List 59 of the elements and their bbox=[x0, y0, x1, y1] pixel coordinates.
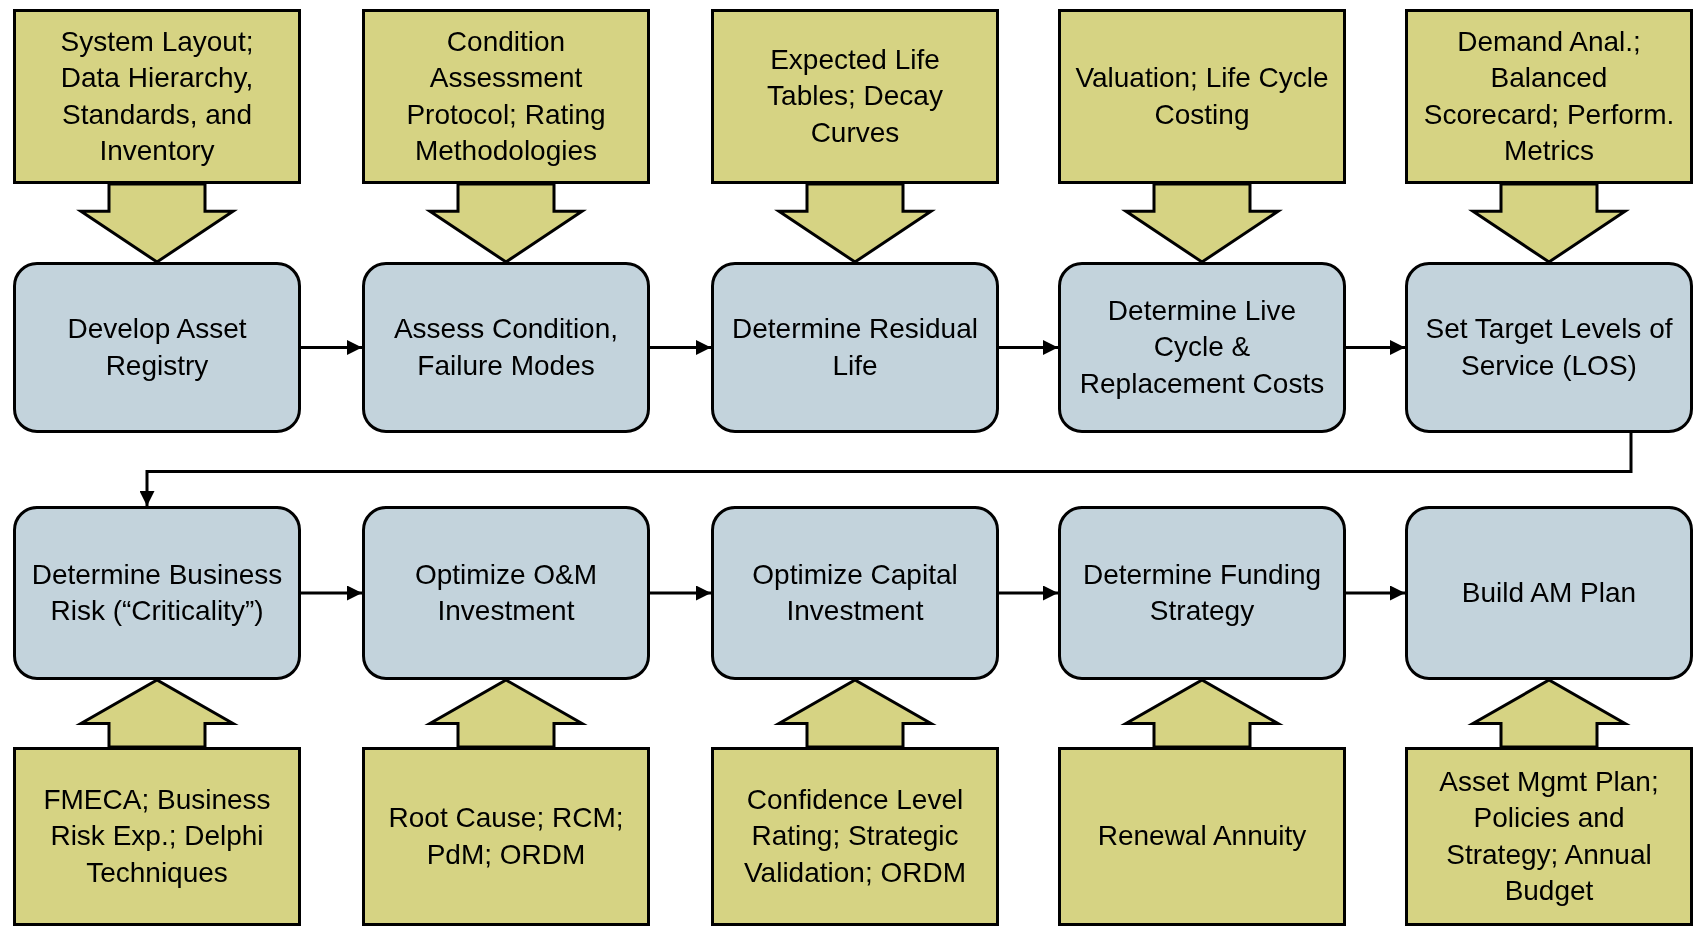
node-text: Renewal Annuity bbox=[1097, 819, 1307, 854]
process-box bbox=[362, 506, 650, 680]
block-arrow bbox=[1468, 182, 1630, 264]
node-text: Assess Condition, Failure Modes bbox=[392, 312, 620, 383]
node-text: Set Target Levels of Service (LOS) bbox=[1424, 312, 1674, 383]
input-box bbox=[711, 9, 999, 184]
node-text: Expected Life Tables; Decay Curves bbox=[766, 42, 944, 150]
block-arrow bbox=[76, 182, 238, 264]
block-arrow bbox=[425, 182, 587, 264]
node-text: Condition Assessment Protocol; Rating Methodologies bbox=[405, 24, 607, 168]
arrow bbox=[1346, 340, 1405, 355]
node-text: Build AM Plan bbox=[1461, 575, 1637, 610]
node-text: Root Cause; RCM; PdM; ORDM bbox=[387, 801, 625, 872]
process-box bbox=[1405, 506, 1693, 680]
input-box bbox=[1405, 9, 1693, 184]
block-arrow bbox=[773, 678, 937, 749]
node-text: System Layout; Data Hierarchy, Standards, and Inventory bbox=[59, 24, 255, 168]
arrow bbox=[999, 585, 1058, 601]
input-box bbox=[362, 747, 650, 926]
node-text: Optimize Capital Investment bbox=[751, 557, 959, 628]
input-box bbox=[13, 9, 301, 184]
block-arrow bbox=[1467, 678, 1631, 749]
process-box bbox=[711, 262, 999, 433]
node-text: Develop Asset Registry bbox=[66, 312, 248, 383]
node-text: Determine Residual Life bbox=[731, 312, 979, 383]
block-arrow bbox=[1121, 182, 1283, 264]
process-box bbox=[1058, 506, 1346, 680]
block-arrow bbox=[424, 678, 588, 749]
node-text: Valuation; Life Cycle Costing bbox=[1074, 61, 1330, 132]
block-arrow bbox=[1120, 678, 1284, 749]
node-text: Asset Mgmt Plan; Policies and Strategy; Annual Budget bbox=[1438, 764, 1660, 908]
node-text: Determine Live Cycle & Replacement Costs bbox=[1078, 293, 1326, 401]
arrow bbox=[1346, 585, 1405, 601]
process-box bbox=[13, 506, 301, 680]
arrow bbox=[301, 585, 362, 601]
arrow bbox=[650, 340, 711, 355]
process-box bbox=[13, 262, 301, 433]
process-box bbox=[1405, 262, 1693, 433]
arrow bbox=[301, 340, 362, 355]
input-box bbox=[1405, 747, 1693, 926]
block-arrow bbox=[75, 678, 239, 749]
node-text: Determine Business Risk (“Criticality”) bbox=[30, 557, 284, 628]
input-box bbox=[362, 9, 650, 184]
node-text: FMECA; Business Risk Exp.; Delphi Techniques bbox=[42, 782, 272, 890]
node-text: Optimize O&M Investment bbox=[414, 557, 598, 628]
arrow bbox=[999, 340, 1058, 355]
process-box bbox=[711, 506, 999, 680]
process-box bbox=[1058, 262, 1346, 433]
node-text: Demand Anal.; Balanced Scorecard; Perform. Metrics bbox=[1422, 24, 1676, 168]
arrow bbox=[650, 585, 711, 601]
process-box bbox=[362, 262, 650, 433]
input-box bbox=[1058, 9, 1346, 184]
input-box bbox=[1058, 747, 1346, 926]
input-box bbox=[711, 747, 999, 926]
arrow bbox=[139, 433, 1633, 506]
node-text: Confidence Level Rating; Strategic Validation; ORDM bbox=[743, 782, 967, 890]
block-arrow bbox=[774, 182, 936, 264]
node-text: Determine Funding Strategy bbox=[1081, 557, 1323, 628]
input-box bbox=[13, 747, 301, 926]
